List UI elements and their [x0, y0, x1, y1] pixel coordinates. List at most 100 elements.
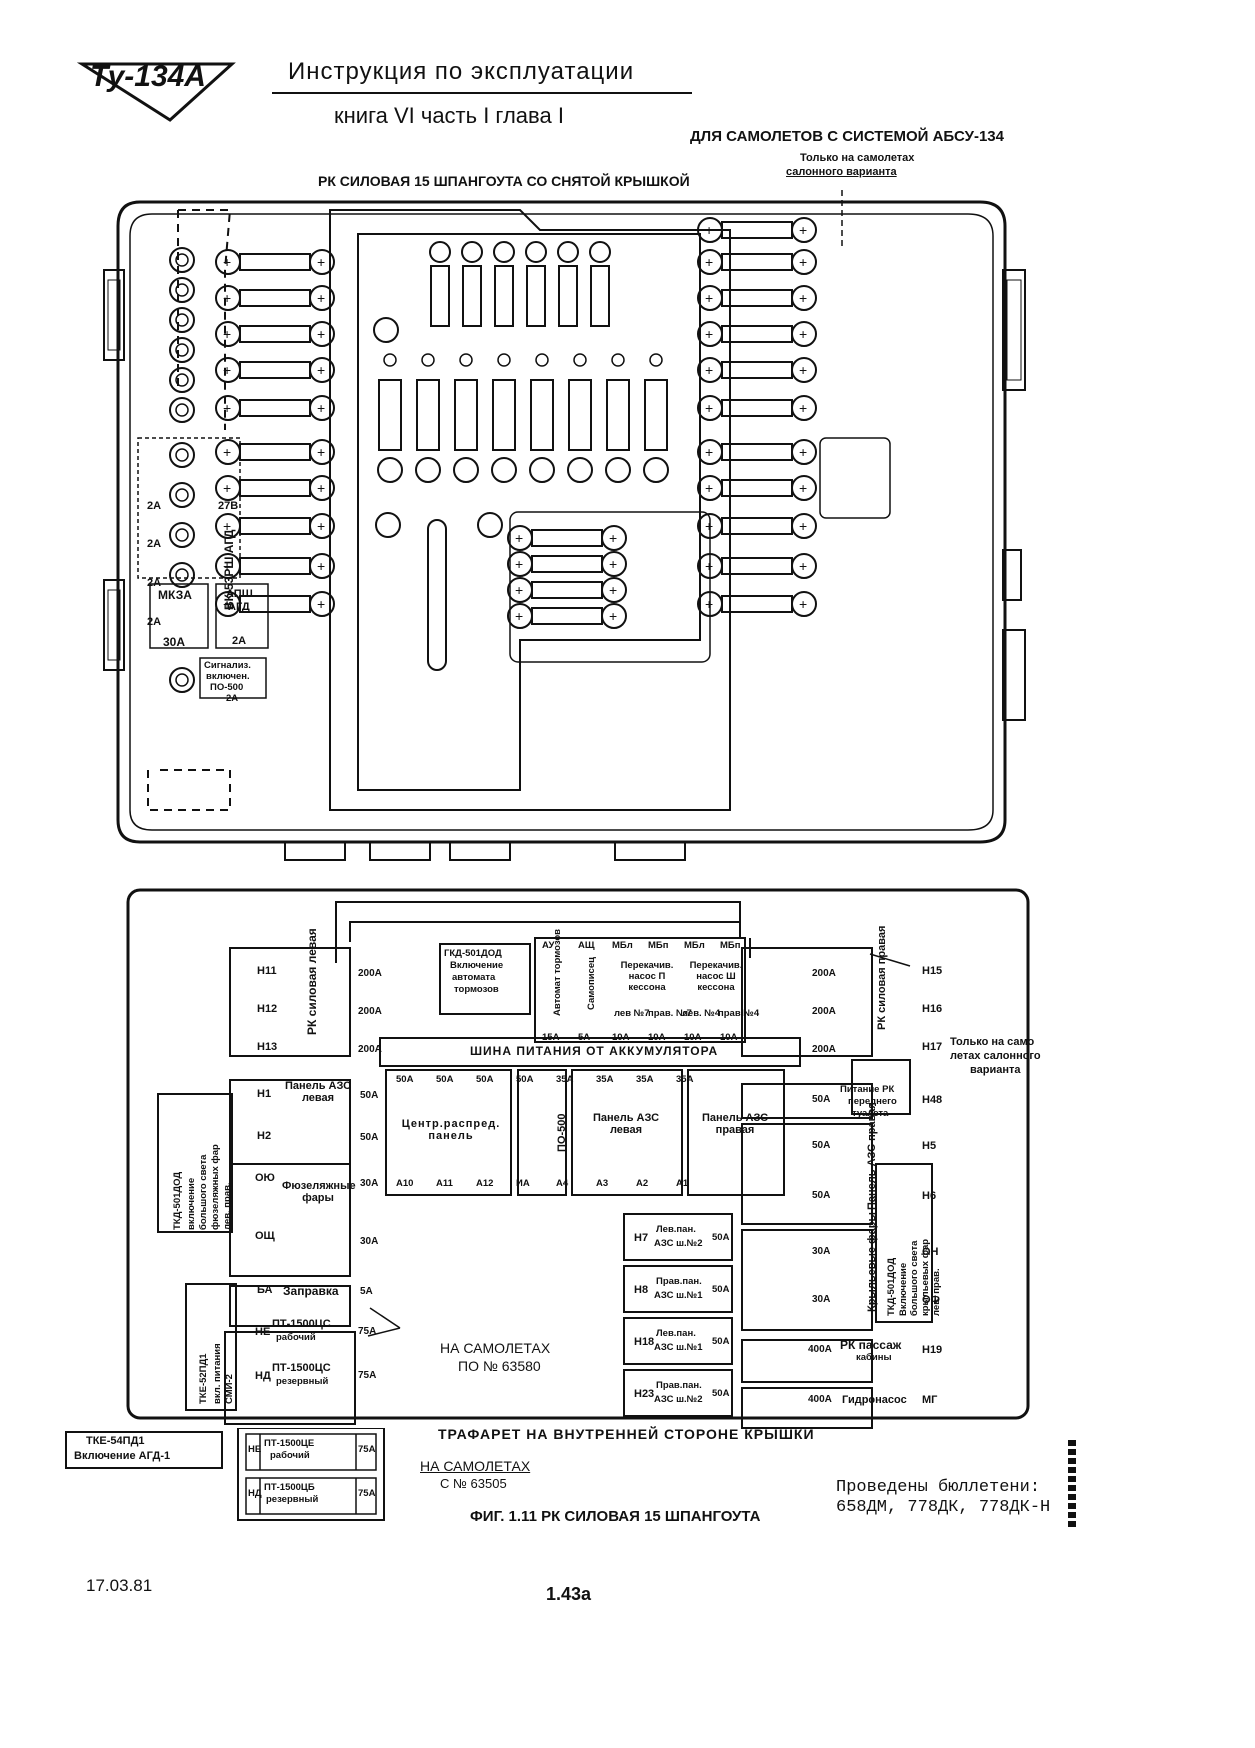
sub-prav-7: прав. №7	[648, 1008, 692, 1019]
h15-code: Н15	[922, 965, 943, 977]
fuse-label-3: 2А	[147, 577, 162, 589]
fary-left-label: Фюзеляжные фары	[282, 1180, 356, 1204]
small-row-code: Н23	[634, 1388, 655, 1400]
signal-label-2: включен.	[206, 671, 250, 682]
top-fuse	[461, 241, 483, 327]
svg-text:+: +	[705, 596, 713, 612]
fary-left-rating-2: 30А	[360, 1236, 379, 1247]
tkd-left-line-2: включение	[186, 1177, 197, 1230]
azs-center-right-label: Панель АЗС правая	[701, 1112, 769, 1136]
terminal: ++	[507, 603, 627, 629]
terminal: ++	[215, 439, 335, 465]
rating-10a-2: 10А	[648, 1032, 666, 1043]
vertical-fuse	[453, 353, 479, 483]
gidro-label: Гидронасос	[842, 1394, 907, 1406]
tke-left-block: ТКЕ-52ПД1 вкл. питания СМИ-2	[190, 1284, 240, 1410]
label-nasos-p: Перекачив. насос П кессона	[620, 960, 674, 993]
doc-subtitle: книга VI часть I глава I	[334, 103, 564, 128]
terminal: ++	[697, 439, 817, 465]
svg-text:+: +	[799, 362, 807, 378]
small-row-label2: АЗС ш.№2	[654, 1394, 703, 1405]
svg-text:+: +	[223, 558, 231, 574]
svg-text:+: +	[317, 558, 325, 574]
terminal: ++	[697, 553, 817, 579]
terminal: ++	[697, 513, 817, 539]
tu134a-logo: Ту-134А	[76, 60, 236, 122]
vertical-fuse	[491, 353, 517, 483]
code-mbp-1: МБп	[648, 940, 669, 951]
figure-caption: ФИГ. 1.11 РК СИЛОВАЯ 15 ШПАНГОУТА	[470, 1508, 761, 1525]
azs-left-rating-1: 50А	[360, 1090, 379, 1101]
connector-ring	[169, 442, 195, 468]
svg-text:+: +	[799, 518, 807, 534]
lid-row2-rating: 75А	[358, 1488, 376, 1499]
svg-text:+: +	[799, 558, 807, 574]
mkza-label: МКЗА	[158, 588, 192, 602]
small-row-label1: Прав.пан.	[656, 1276, 702, 1287]
po500-label: ПО-500	[556, 1113, 568, 1152]
svg-text:+: +	[515, 582, 523, 598]
svg-text:+: +	[799, 400, 807, 416]
tkd-right-line-3: большого света	[909, 1240, 920, 1316]
center-code: А12	[476, 1178, 494, 1189]
terminal: ++	[215, 321, 335, 347]
bus-label: ШИНА ПИТАНИЯ ОТ АККУМУЛЯТОРА	[470, 1044, 719, 1058]
svg-text:+: +	[705, 326, 713, 342]
tkd-right-block: ТКД-501ДОД Включение большого света крыл…	[878, 1166, 942, 1324]
tke-left-line-2: вкл. питания	[212, 1343, 223, 1404]
zapravka-rating: 5А	[360, 1286, 373, 1297]
terminal: ++	[697, 357, 817, 383]
voltage-label: 27В	[218, 500, 239, 512]
pass-line-2: кабины	[856, 1352, 892, 1363]
sub-prav-4: прав №4	[718, 1008, 760, 1019]
lid-tke-2: Включение АГД-1	[74, 1450, 171, 1462]
h6-code: Н6	[922, 1190, 937, 1202]
signal-rating: 2А	[226, 693, 239, 704]
svg-text:+: +	[223, 518, 231, 534]
svg-text:+: +	[515, 608, 523, 624]
svg-text:+: +	[515, 530, 523, 546]
svg-text:+: +	[317, 480, 325, 496]
top-figure-caption: РК СИЛОВАЯ 15 ШПАНГОУТА СО СНЯТОЙ КРЫШКО…	[318, 173, 690, 189]
pt2-code: НД	[255, 1370, 271, 1382]
svg-text:+: +	[705, 290, 713, 306]
h19-code: Н19	[922, 1344, 943, 1356]
pt1-label-1: ПТ-1500ЦС	[272, 1318, 331, 1330]
small-row-label1: Лев.пан.	[656, 1328, 696, 1339]
pt1-rating: 75А	[358, 1326, 377, 1337]
fary-right-rating-1: 30А	[812, 1246, 831, 1257]
h16-code: Н16	[922, 1003, 943, 1015]
bus-rating: 35А	[676, 1074, 694, 1085]
fary-right-rating-2: 30А	[812, 1294, 831, 1305]
small-row-label2: АЗС ш.№2	[654, 1238, 703, 1249]
azs-left-rating-2: 50А	[360, 1132, 379, 1143]
oyu-code: ОЮ	[255, 1172, 275, 1184]
rk-right-label: РК силовая правая	[876, 925, 888, 1030]
bus-rating: 50А	[516, 1074, 534, 1085]
lid-caption: ТРАФАРЕТ НА ВНУТРЕННЕЙ СТОРОНЕ КРЫШКИ	[438, 1426, 815, 1442]
h11-code: Н11	[257, 965, 277, 977]
h12-code: Н12	[257, 1003, 278, 1015]
signal-label-3: ПО-500	[210, 682, 244, 693]
svg-text:+: +	[317, 254, 325, 270]
rating-10a-3: 10А	[684, 1032, 702, 1043]
bus-rating: 50А	[436, 1074, 454, 1085]
small-row-label2: АЗС ш.№1	[654, 1290, 703, 1301]
revision-bar	[1068, 1440, 1076, 1530]
top-fuse	[525, 241, 547, 327]
svg-text:+: +	[223, 444, 231, 460]
logo-text: Ту-134А	[90, 60, 206, 93]
fuse-label-2: 2А	[147, 538, 162, 550]
sub-lev-4: лев. №4	[682, 1008, 721, 1019]
osch-code: ОЩ	[255, 1230, 275, 1242]
terminal: ++	[507, 525, 627, 551]
terminal: ++	[215, 475, 335, 501]
pitanie-line-1: Питание РК	[840, 1084, 895, 1095]
rating-200-2: 200А	[358, 1006, 382, 1017]
bulletins-line-2: 658ДМ, 778ДК, 778ДК-Н	[836, 1498, 1051, 1517]
center-code: А2	[636, 1178, 649, 1189]
zapravka-label: Заправка	[283, 1284, 339, 1298]
svg-text:+: +	[799, 222, 807, 238]
tkd-right-line-4: крыльевых фар	[920, 1238, 931, 1316]
azs-right-rating-2: 50А	[812, 1190, 831, 1201]
